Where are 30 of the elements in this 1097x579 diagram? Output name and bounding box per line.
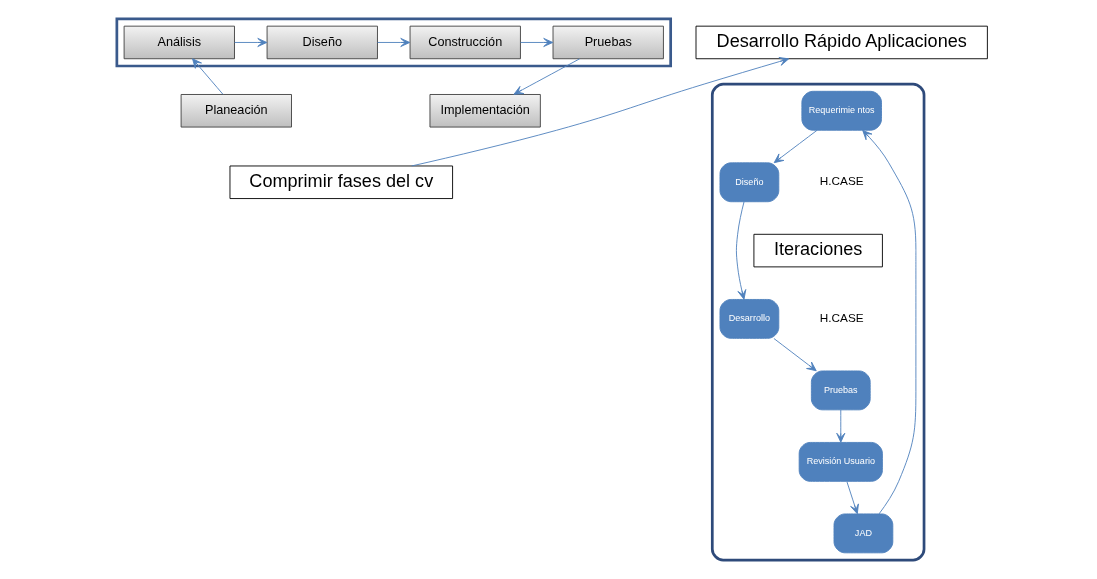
- arrow: [234, 37, 268, 47]
- arrow: [377, 37, 411, 47]
- arrow: [513, 58, 581, 95]
- node-box: Iteraciones: [753, 233, 883, 268]
- node-box: Diseño: [719, 162, 780, 203]
- node-box: Desarrollo: [719, 299, 780, 339]
- arrow: [773, 338, 817, 372]
- arrow: [735, 201, 747, 300]
- node-box: Diseño: [266, 25, 378, 60]
- node-box: Pruebas: [552, 25, 664, 60]
- node-box: Construcción: [409, 25, 521, 60]
- node-box: Implementación: [429, 94, 541, 128]
- arrow: [520, 37, 554, 47]
- node-box: Análisis: [123, 25, 235, 60]
- arrow: [846, 481, 859, 515]
- arrow: [773, 129, 818, 164]
- arrow: [192, 58, 224, 95]
- node-box: Requerimie ntos: [801, 90, 882, 131]
- node-box: Pruebas: [810, 370, 871, 411]
- arrow: [836, 409, 846, 443]
- node-box: JAD: [833, 513, 894, 554]
- cluster: [710, 82, 926, 562]
- node-box: Planeación: [180, 94, 292, 128]
- arrow: [411, 57, 790, 167]
- label: H.CASE: [819, 174, 864, 188]
- label: H.CASE: [819, 310, 864, 324]
- node-box: Revisión Usuario: [798, 442, 883, 482]
- node-box: Desarrollo Rápido Aplicaciones: [695, 25, 988, 60]
- arrow: [862, 130, 917, 515]
- node-box: Comprimir fases del cv: [229, 165, 454, 199]
